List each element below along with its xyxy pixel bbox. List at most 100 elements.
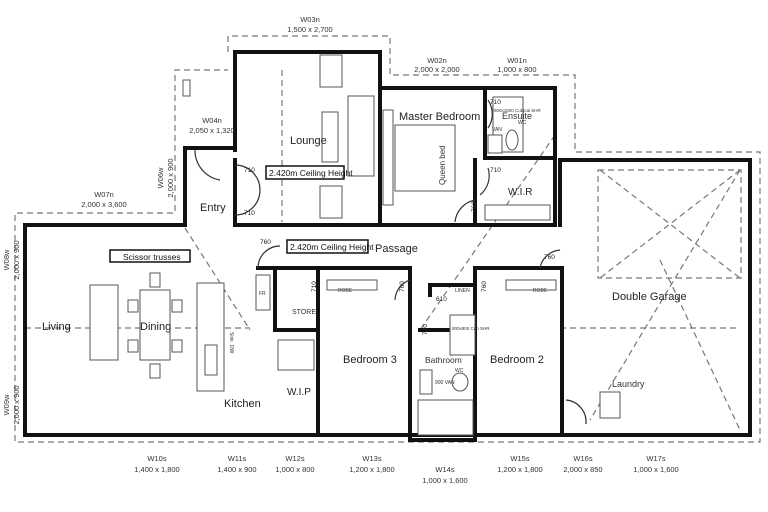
door-arc	[479, 167, 490, 196]
door-size: 710	[490, 99, 501, 106]
vanity	[487, 134, 503, 154]
bath	[417, 399, 474, 436]
door-size: 760	[260, 239, 271, 246]
door-size: 710	[244, 167, 255, 174]
door-size: 710	[490, 167, 501, 174]
door-size: 760	[481, 281, 488, 292]
door-size: 710	[422, 324, 429, 335]
window-size: 1,000 x 800	[275, 465, 314, 474]
window-id: W08w	[2, 249, 11, 270]
chair	[127, 339, 139, 353]
ensuite-wc-label: WC	[518, 120, 527, 126]
walls	[23, 50, 752, 442]
dining-table	[139, 289, 171, 361]
room-bedroom2: Bedroom 2	[490, 354, 544, 366]
ceiling-box	[286, 239, 369, 254]
ensuite-van-label: VAN	[492, 127, 502, 133]
chair	[171, 339, 183, 353]
window-size: 1,200 x 1,800	[497, 465, 542, 474]
scissor-box	[109, 249, 191, 263]
window-id: W03n	[300, 15, 320, 24]
room-double-garage: Double Garage	[612, 291, 687, 303]
room-passage: Passage	[375, 243, 418, 255]
ceiling-box	[265, 165, 345, 180]
window-id: W16s	[573, 454, 592, 463]
robe	[505, 279, 557, 291]
window-size: 1,000 x 1,600	[633, 465, 678, 474]
room-bedroom3: Bedroom 3	[343, 354, 397, 366]
window-id: W13s	[362, 454, 381, 463]
room-laundry: Laundry	[612, 379, 645, 389]
room-wir: W.I.R	[508, 187, 532, 198]
bath-shower-label: 900x900 Cub SHR	[452, 326, 490, 331]
window-id: W06w	[156, 167, 165, 188]
window-id: W14s	[435, 465, 454, 474]
bath-van-label: 900 VAN	[435, 380, 455, 386]
room-linen: LINEN	[455, 288, 470, 294]
door-size: 710	[244, 210, 255, 217]
window-size: 2,000 x 900	[12, 385, 21, 424]
laundry-tub	[599, 391, 621, 419]
door-arc	[539, 249, 561, 269]
queen-bed	[394, 124, 456, 192]
scissor-trusses-label: Scissor trusses	[123, 252, 181, 262]
door-size: 710	[311, 281, 318, 292]
sink	[204, 344, 218, 376]
window-size: 2,000 x 900	[12, 240, 21, 279]
window-size: 2,000 x 3,600	[81, 200, 126, 209]
queen-bed-label: Queen bed	[438, 145, 447, 185]
ceiling-height-passage: 2.420m Ceiling Height	[290, 242, 374, 252]
window-id: W11s	[228, 454, 247, 463]
door-arc	[257, 245, 281, 269]
bedside	[382, 109, 394, 206]
door-arc	[454, 199, 476, 223]
window-id: W01n	[507, 56, 527, 65]
room-master-bedroom: Master Bedroom	[399, 111, 480, 123]
toilet	[505, 129, 519, 151]
room-kitchen: Kitchen	[224, 398, 261, 410]
window-size: 1,000 x 800	[497, 65, 536, 74]
shelving	[277, 339, 315, 371]
room-living: Living	[42, 321, 71, 333]
room-bathroom: Bathroom	[425, 355, 462, 365]
window-size: 2,000 x 2,000	[414, 65, 459, 74]
eave-lines	[14, 35, 761, 443]
door-arc	[394, 279, 411, 301]
room-store: STORE	[292, 309, 316, 316]
shower	[449, 314, 476, 356]
door-size: 760	[399, 281, 406, 292]
dw-label: DW	[228, 345, 234, 354]
door-arc	[234, 164, 261, 216]
sofa	[89, 284, 119, 361]
chair	[127, 299, 139, 313]
window-id: W12s	[285, 454, 304, 463]
robe-label: ROBE	[533, 288, 548, 294]
wardrobe-rail	[484, 204, 551, 221]
robe-label: ROBE	[338, 288, 353, 294]
sink-label: Sink	[228, 332, 234, 342]
fridge	[255, 274, 271, 311]
room-dining: Dining	[140, 321, 171, 333]
door-arc	[565, 399, 587, 425]
furniture	[89, 54, 621, 436]
robe	[326, 279, 378, 291]
coffee-table	[321, 111, 339, 163]
sofa	[347, 95, 375, 177]
armchair	[319, 54, 343, 88]
window-id: W09w	[2, 394, 11, 415]
room-ensuite: Ensuite	[502, 111, 532, 121]
window-size: 2,000 x 900	[166, 158, 175, 197]
window-size: 1,200 x 1,800	[349, 465, 394, 474]
window-size: 1,500 x 2,700	[287, 25, 332, 34]
door-swings	[194, 99, 587, 425]
window-id: W15s	[510, 454, 529, 463]
toilet	[451, 372, 469, 392]
chair	[149, 272, 161, 288]
window-id: W07n	[94, 190, 114, 199]
door-size: 760	[544, 254, 555, 261]
window-size: 2,000 x 850	[563, 465, 602, 474]
room-lounge: Lounge	[290, 135, 327, 147]
window-id: W17s	[646, 454, 665, 463]
room-entry: Entry	[200, 202, 226, 214]
